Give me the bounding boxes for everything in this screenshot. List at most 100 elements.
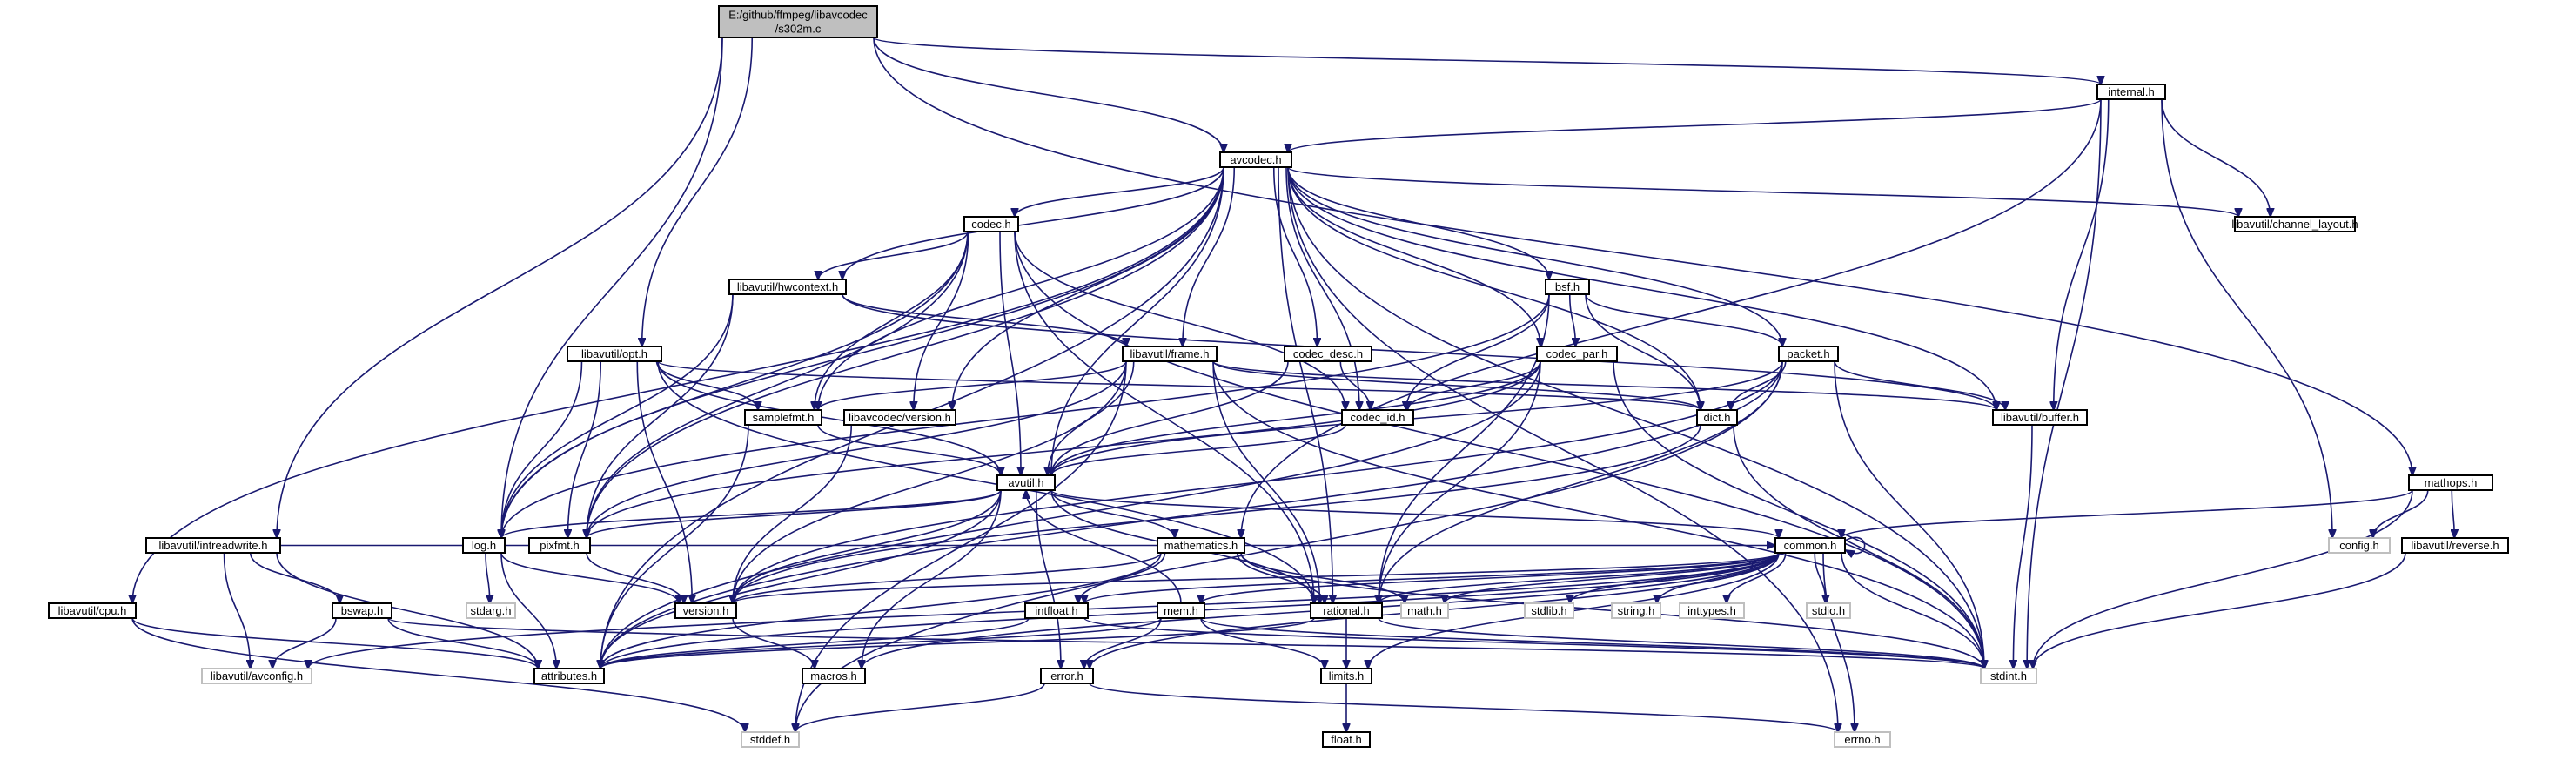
- node-label: mathematics.h: [1164, 539, 1238, 552]
- node-intreadwrite[interactable]: libavutil/intreadwrite.h: [145, 537, 281, 554]
- edge-log-to-stdarg: [485, 552, 490, 603]
- edge-common-to-intfloat: [1084, 552, 1780, 603]
- node-log[interactable]: log.h: [462, 537, 506, 554]
- node-channel_layout[interactable]: libavutil/channel_layout.h: [2231, 216, 2358, 232]
- node-box: [462, 537, 506, 554]
- node-pixfmt[interactable]: pixfmt.h: [528, 537, 591, 554]
- node-box: [1219, 151, 1292, 168]
- node-errno: errno.h: [1834, 731, 1891, 748]
- node-error[interactable]: error.h: [1040, 668, 1094, 684]
- nodes-layer: E:/github/ffmpeg/libavcodec/s302m.c inter…: [48, 5, 2509, 748]
- node-box: [1679, 602, 1745, 619]
- edge-codec-to-rational: [1014, 231, 1314, 603]
- edge-mathematics-to-version_lavu: [733, 552, 1162, 603]
- edge-pixfmt-to-version_lavu: [586, 552, 684, 603]
- node-label: stdarg.h: [471, 604, 512, 617]
- node-internal[interactable]: internal.h: [2096, 84, 2166, 100]
- edge-mem-to-limits: [1200, 617, 1325, 669]
- node-mathops[interactable]: mathops.h: [2408, 474, 2493, 491]
- node-box: [1322, 731, 1371, 748]
- edge-avutil-to-attributes: [600, 489, 1002, 669]
- node-box: [2328, 537, 2391, 554]
- node-float[interactable]: float.h: [1322, 731, 1371, 748]
- node-avutil[interactable]: avutil.h: [996, 474, 1056, 491]
- edge-reverse-to-stdint: [2033, 552, 2406, 669]
- node-root[interactable]: E:/github/ffmpeg/libavcodec/s302m.c: [718, 5, 878, 38]
- edge-dict-to-version_lavu: [733, 424, 1701, 603]
- edge-avutil-to-mathematics: [1050, 489, 1175, 538]
- edge-internal-to-channel_layout: [2161, 98, 2271, 217]
- node-label: limits.h: [1329, 669, 1364, 683]
- edge-dict-to-stdint: [1733, 424, 1984, 669]
- node-attributes[interactable]: attributes.h: [533, 668, 605, 684]
- edge-avcodec-to-cpu: [132, 166, 1224, 603]
- node-box: [1774, 537, 1846, 554]
- node-label: mem.h: [1164, 604, 1198, 617]
- node-box: [1157, 537, 1245, 554]
- node-avcodec[interactable]: avcodec.h: [1219, 151, 1292, 168]
- node-rational[interactable]: rational.h: [1310, 602, 1383, 619]
- node-mathematics[interactable]: mathematics.h: [1157, 537, 1245, 554]
- edge-avcodec-to-codec_id: [1285, 166, 1359, 410]
- node-codec_desc[interactable]: codec_desc.h: [1284, 346, 1372, 362]
- node-codec_par[interactable]: codec_par.h: [1536, 346, 1618, 362]
- edge-frame-to-buffer: [1212, 360, 1996, 410]
- node-codec_id[interactable]: codec_id.h: [1341, 409, 1414, 426]
- node-box: [674, 602, 737, 619]
- node-common[interactable]: common.h: [1774, 537, 1846, 554]
- edge-log-to-attributes: [500, 552, 556, 669]
- edge-avcodec-to-dict: [1287, 166, 1701, 410]
- node-label: stdlib.h: [1531, 604, 1566, 617]
- node-label: libavutil/avconfig.h: [211, 669, 303, 683]
- edge-samplefmt-to-avutil: [817, 424, 1001, 475]
- node-label: macros.h: [810, 669, 856, 683]
- edge-common-to-mem: [1201, 552, 1780, 603]
- node-label: libavutil/hwcontext.h: [737, 280, 838, 293]
- node-bsf[interactable]: bsf.h: [1545, 279, 1590, 295]
- node-buffer[interactable]: libavutil/buffer.h: [1992, 409, 2088, 426]
- node-opt[interactable]: libavutil/opt.h: [567, 346, 662, 362]
- edge-frame-to-version_lavu: [733, 360, 1127, 603]
- node-macros[interactable]: macros.h: [802, 668, 866, 684]
- node-box: [466, 602, 516, 619]
- edge-codec_par-to-attributes: [600, 360, 1541, 669]
- node-string: string.h: [1611, 602, 1661, 619]
- edge-packet-to-buffer: [1834, 360, 2005, 410]
- edge-opt-to-log: [501, 360, 583, 538]
- edge-avcodec-to-pixfmt: [587, 166, 1224, 538]
- node-frame[interactable]: libavutil/frame.h: [1122, 346, 1218, 362]
- node-codec[interactable]: codec.h: [963, 216, 1019, 232]
- node-packet[interactable]: packet.h: [1778, 346, 1839, 362]
- edge-avcodec-to-bsf: [1287, 166, 1549, 279]
- node-label: stdio.h: [1812, 604, 1845, 617]
- node-version_lavc[interactable]: libavcodec/version.h: [843, 409, 956, 426]
- node-box: [1992, 409, 2088, 426]
- edge-common-to-stdlib: [1570, 552, 1780, 603]
- node-label: errno.h: [1844, 733, 1880, 746]
- node-cpu[interactable]: libavutil/cpu.h: [48, 602, 137, 619]
- node-limits[interactable]: limits.h: [1320, 668, 1372, 684]
- node-label: stddef.h: [750, 733, 790, 746]
- node-bswap[interactable]: bswap.h: [332, 602, 392, 619]
- node-label: math.h: [1407, 604, 1442, 617]
- node-dict[interactable]: dict.h: [1696, 409, 1738, 426]
- edge-avcodec-to-stdint: [1287, 166, 1984, 669]
- node-box: [1341, 409, 1414, 426]
- node-intfloat[interactable]: intfloat.h: [1024, 602, 1089, 619]
- node-box: [2096, 84, 2166, 100]
- node-mem[interactable]: mem.h: [1157, 602, 1205, 619]
- node-hwcontext[interactable]: libavutil/hwcontext.h: [728, 279, 847, 295]
- node-version_lavu[interactable]: version.h: [674, 602, 737, 619]
- edge-buffer-to-stdint: [2013, 424, 2033, 669]
- node-box: [1806, 602, 1851, 619]
- edge-common-to-stdio: [1814, 552, 1826, 603]
- edge-opt-to-rational: [657, 360, 1314, 603]
- node-samplefmt[interactable]: samplefmt.h: [744, 409, 822, 426]
- node-box: [802, 668, 866, 684]
- node-config: config.h: [2328, 537, 2391, 554]
- edge-common-to-inttypes: [1727, 552, 1787, 603]
- node-reverse[interactable]: libavutil/reverse.h: [2401, 537, 2509, 554]
- node-box: [718, 5, 878, 38]
- edge-mathops-to-common: [1841, 489, 2413, 538]
